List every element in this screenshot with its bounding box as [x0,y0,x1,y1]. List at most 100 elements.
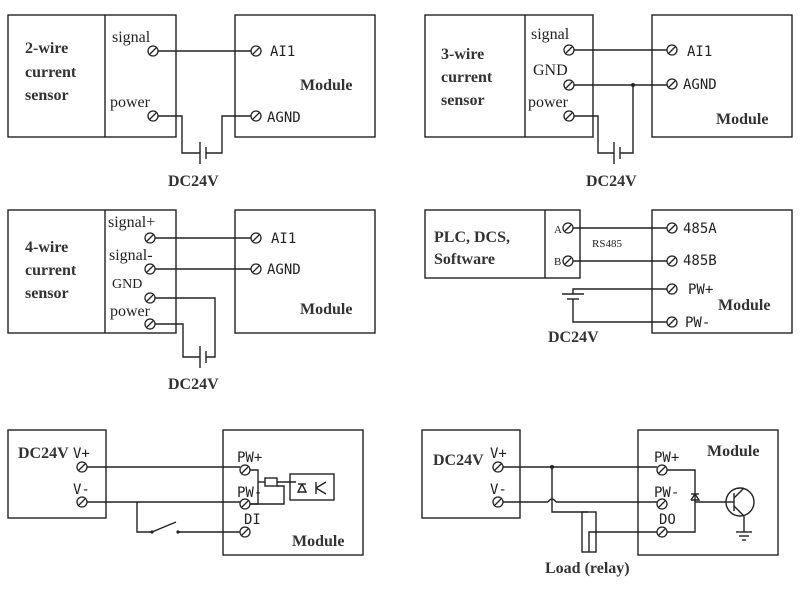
panel-digital-input: DC24V V+ V- PW+ PW- DI Module [7,429,364,556]
do-label: DO [659,512,676,528]
diode-icon [690,492,701,501]
agnd-label: AGND [267,110,301,126]
panel-rs485: PLC, DCS, Software A B RS485 485A 485B P… [424,209,793,346]
485a-label: 485A [683,221,717,237]
sensor-label-line1: 3-wire [441,46,484,63]
panel-4-wire-sensor: 4-wire current sensor signal+ signal- GN… [7,209,376,393]
pw-plus-label: PW+ [688,282,713,298]
signal-minus-label: signal- [109,247,153,264]
optocoupler-icon [289,473,335,501]
pw-plus-terminal [239,464,251,476]
dc24v-label: DC24V [168,173,219,190]
power-terminal [144,318,156,330]
module-label: Module [707,443,759,460]
agnd-terminal [250,263,262,275]
pw-plus-terminal [656,464,668,476]
agnd-label: AGND [267,262,301,278]
b-label: B [554,256,561,268]
module-label: Module [300,77,352,94]
plc-box [424,209,581,279]
v-plus-terminal [492,461,504,473]
pw-minus-label: PW- [685,315,710,331]
v-minus-label: V- [73,482,90,498]
ai1-label: AI1 [270,44,295,60]
signal-terminal [563,44,575,56]
ai1-terminal [250,45,262,57]
dc-supply-box [7,429,107,519]
power-terminal [147,110,159,122]
v-minus-terminal [492,496,504,508]
gnd-terminal [144,292,156,304]
dc24v-label: DC24V [168,376,219,393]
dc-supply-box [421,429,521,519]
pw-minus-label: PW- [654,485,679,501]
485a-terminal [666,222,678,234]
di-terminal [239,526,251,538]
pw-minus-terminal [666,316,678,328]
do-terminal [656,526,668,538]
sensor-label-line3: sensor [25,87,69,104]
agnd-terminal [666,78,678,90]
sensor-label-line3: sensor [25,285,69,302]
ai1-terminal [250,232,262,244]
gnd-terminal [563,79,575,91]
sensor-label-line1: 4-wire [25,239,68,256]
sensor-label-line2: current [25,262,77,279]
signal-plus-terminal [144,232,156,244]
sensor-label-line2: current [441,69,493,86]
switch-icon [151,521,177,533]
b-terminal [562,255,574,267]
ai1-label: AI1 [271,231,296,247]
a-label: A [554,224,562,236]
485b-label: 485B [683,253,717,269]
a-terminal [562,222,574,234]
signal-terminal [147,45,159,57]
di-label: DI [244,512,261,528]
ai1-terminal [666,44,678,56]
plc-label-line1: PLC, DCS, [434,229,510,246]
pw-plus-label: PW+ [237,450,262,466]
signal-minus-terminal [144,263,156,275]
agnd-label: AGND [683,77,717,93]
signal-label: signal [112,29,151,46]
signal-plus-label: signal+ [108,214,155,231]
pw-plus-terminal [666,283,678,295]
module-box [651,14,793,138]
dc24v-label: DC24V [548,329,599,346]
pw-minus-terminal [239,498,251,510]
panel-digital-output: DC24V V+ V- PW+ PW- DO Module Load (rela… [421,429,779,577]
panel-3-wire-sensor: 3-wire current sensor signal GND power A… [424,14,793,190]
v-plus-label: V+ [490,446,507,462]
dc24v-label: DC24V [433,452,484,469]
pw-plus-label: PW+ [654,450,679,466]
pw-minus-terminal [656,498,668,510]
module-label: Module [300,301,352,318]
sensor-label-line1: 2-wire [25,40,68,57]
sensor-label-line3: sensor [441,92,485,109]
v-plus-label: V+ [73,446,90,462]
power-label: power [528,94,569,111]
signal-label: signal [531,26,570,43]
gnd-label: GND [533,62,568,79]
v-plus-terminal [76,461,88,473]
agnd-terminal [250,110,262,122]
rs485-label: RS485 [592,238,622,250]
pw-minus-label: PW- [237,485,262,501]
module-label: Module [716,111,768,128]
dc24v-label: DC24V [586,173,637,190]
dc24v-label: DC24V [18,445,69,462]
load-relay-label: Load (relay) [545,560,630,577]
module-label: Module [718,297,770,314]
power-terminal [563,110,575,122]
power-label: power [110,303,151,320]
gnd-label: GND [112,277,142,292]
v-minus-label: V- [490,482,507,498]
panel-2-wire-sensor: 2-wire current sensor signal power AI1 A… [7,14,376,190]
sensor-label-line2: current [25,64,77,81]
ai1-label: AI1 [687,44,712,60]
plc-label-line2: Software [434,251,495,268]
power-label: power [110,94,151,111]
module-label: Module [292,533,344,550]
485b-terminal [666,255,678,267]
